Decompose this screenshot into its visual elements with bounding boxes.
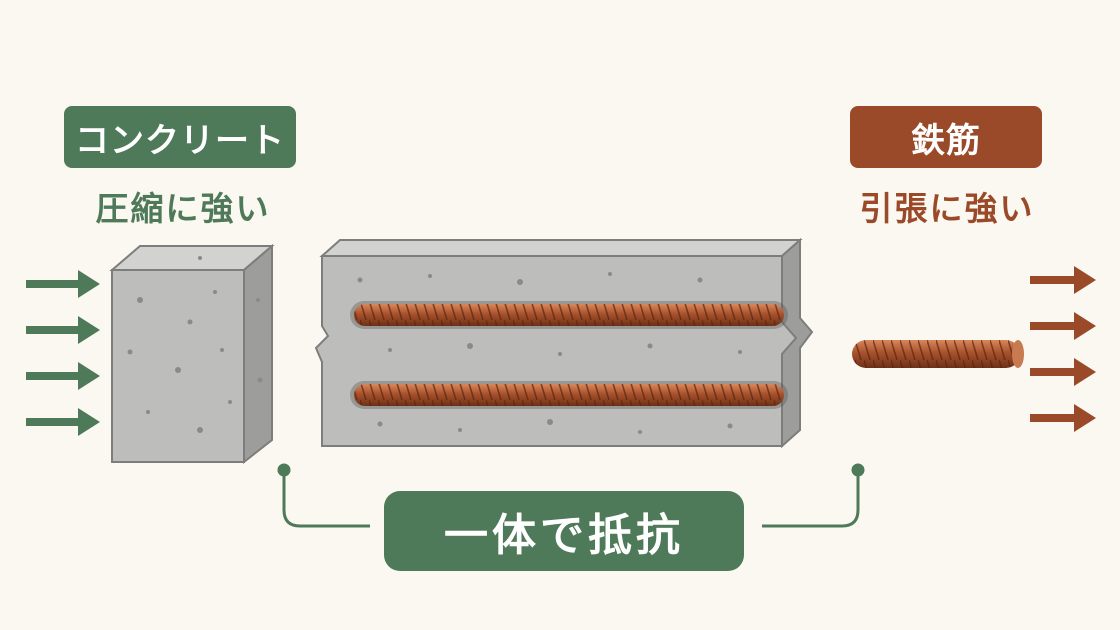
embedded-rebar-top — [350, 301, 788, 329]
rebar-label: 鉄筋 — [850, 106, 1042, 168]
rebar-bar — [852, 340, 1024, 368]
concrete-block — [109, 243, 275, 465]
tension-arrows — [1030, 266, 1096, 432]
concrete-property: 圧縮に強い — [95, 189, 271, 228]
arrow-icon — [26, 362, 100, 390]
rebar-property: 引張に強い — [859, 189, 1035, 228]
embedded-rebar-bottom — [350, 381, 788, 409]
reinforced-concrete-beam — [314, 237, 814, 449]
arrow-icon — [26, 270, 100, 298]
concrete-label: コンクリート — [64, 106, 296, 168]
arrow-icon — [26, 408, 100, 436]
compression-arrows — [26, 270, 100, 436]
arrow-icon — [1030, 358, 1096, 386]
arrow-icon — [26, 316, 100, 344]
combined-bracket — [277, 463, 865, 528]
combined-label: 一体で抵抗 — [384, 491, 744, 571]
arrow-icon — [1030, 312, 1096, 340]
arrow-icon — [1030, 266, 1096, 294]
arrow-icon — [1030, 404, 1096, 432]
